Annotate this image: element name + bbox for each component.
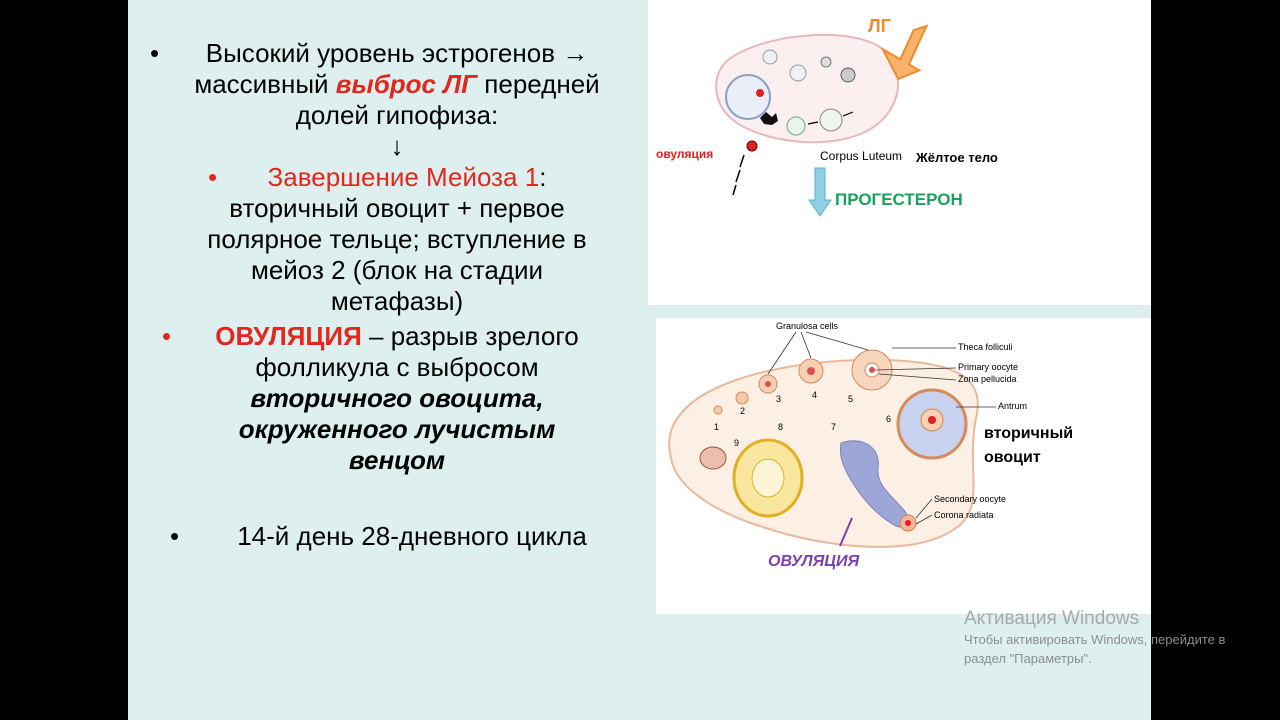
oocyte-pointers [915, 498, 933, 525]
ovulation-label: овуляция [656, 147, 713, 161]
ovary-lh-diagram: овуляция ЛГ Corpus Luteum Жёлтое тело ПР… [648, 0, 1151, 305]
follicle-small [762, 49, 778, 65]
corpus-luteum-core [751, 458, 785, 498]
progesterone-arrow [808, 167, 832, 217]
corpus-luteum [819, 108, 843, 132]
bullet-ovulation: • ОВУЛЯЦИЯ – разрыв зрелого фолликула с … [128, 321, 648, 476]
p1-line3: долей гипофиза: [295, 100, 499, 130]
secondary-oocyte-label: Secondary oocyte [934, 494, 1006, 504]
follicle-small [840, 67, 856, 83]
theca-label: Theca folliculi [958, 342, 1013, 352]
stage-number: 6 [886, 414, 891, 424]
follicle-large [725, 74, 771, 120]
yellow-body-label: Жёлтое тело [915, 150, 998, 165]
corpus-albicans-stage-9 [699, 446, 727, 470]
follicle-stage-1 [713, 405, 723, 415]
p3-line4: окруженного лучистым [238, 414, 556, 444]
stage-number: 7 [831, 422, 836, 432]
p1-line2: массивный выброс ЛГ передней [194, 69, 600, 99]
granulosa-label: Granulosa cells [776, 321, 839, 331]
granulosa-pointers [767, 331, 869, 375]
progression-arrows [807, 111, 854, 125]
stage-number: 9 [734, 438, 739, 448]
oocyte-dot [756, 89, 764, 97]
stage-number: 3 [776, 394, 781, 404]
forming-corpus [786, 116, 806, 136]
corpus-luteum-label: Corpus Luteum [820, 149, 902, 163]
corona-label: Corona radiata [934, 510, 994, 520]
down-arrow: ↓ [390, 131, 404, 161]
secondary-oocyte-dot [928, 416, 936, 424]
ovulation-term: ОВУЛЯЦИЯ [215, 321, 362, 351]
follicle-small [820, 56, 832, 68]
stage-number: 2 [740, 406, 745, 416]
ovulation-trail [732, 154, 745, 196]
stage5-pointers [874, 347, 996, 408]
primary-oocyte-label: Primary oocyte [958, 362, 1018, 372]
oocyte-dot [765, 381, 771, 387]
zona-label: Zona pellucida [958, 374, 1017, 384]
p3-line5: венцом [348, 445, 446, 475]
follicle-stage-2 [735, 391, 749, 405]
follicle-small [789, 64, 807, 82]
ruptured-follicle [760, 112, 778, 125]
slide-text: • Высокий уровень эстрогенов → массивный… [128, 38, 648, 552]
secondary-oocyte-ru-2: овоцит [984, 449, 1041, 466]
oocyte-dot [807, 367, 815, 375]
follicle-development-diagram: 1 2 3 4 5 6 7 8 9 Granulosa cells Theca … [656, 318, 1151, 614]
bullet-day: • 14-й день 28-дневного цикла [128, 521, 648, 552]
ovary-lh-svg: овуляция ЛГ Corpus Luteum Жёлтое тело ПР… [656, 16, 998, 217]
p2-line3: полярное тельце; вступление в [207, 224, 587, 254]
stage-number: 1 [714, 422, 719, 432]
bullet-meiosis: • Завершение Мейоза 1: вторичный овоцит … [128, 162, 648, 317]
windows-activation-watermark: Активация Windows Чтобы активировать Win… [964, 608, 1225, 668]
antrum-label: Antrum [998, 401, 1027, 411]
bullet-marker: • [208, 162, 218, 192]
secondary-oocyte-released [905, 520, 911, 526]
watermark-line2: раздел "Параметры". [964, 651, 1092, 666]
ovulation-label: ОВУЛЯЦИЯ [768, 553, 859, 570]
stage-number: 5 [848, 394, 853, 404]
progesterone-label: ПРОГЕСТЕРОН [835, 190, 963, 209]
stage-number: 8 [778, 422, 783, 432]
watermark-line1: Чтобы активировать Windows, перейдите в [964, 632, 1226, 647]
watermark-title: Активация Windows [964, 608, 1140, 629]
p3-line3: вторичного овоцита, [250, 383, 544, 413]
p2-line4: мейоз 2 (блок на стадии [250, 255, 544, 285]
primary-oocyte [869, 367, 875, 373]
bullet-estrogen: • Высокий уровень эстрогенов → массивный… [128, 38, 648, 131]
day-text: 14-й день 28-дневного цикла [237, 521, 587, 551]
lh-surge: выброс ЛГ [335, 69, 478, 99]
secondary-oocyte-ru-1: вторичный [984, 425, 1073, 442]
stage-number: 4 [812, 390, 817, 400]
bullet-marker: • [170, 521, 180, 551]
bullet-marker: • [150, 38, 160, 68]
lh-label: ЛГ [868, 16, 891, 36]
p1-line1: Высокий уровень эстрогенов → [205, 38, 589, 68]
p3-line2: фолликула с выбросом [255, 352, 539, 382]
bullet-marker: • [162, 321, 172, 351]
lh-arrow [880, 24, 929, 81]
p2-line5: метафазы) [330, 286, 464, 316]
released-oocyte [746, 140, 758, 152]
ovulation-pointer [839, 517, 853, 547]
p2-line2: вторичный овоцит + первое [229, 193, 565, 223]
follicle-development-svg: 1 2 3 4 5 6 7 8 9 Granulosa cells Theca … [668, 321, 1073, 570]
meiosis-title: Завершение Мейоза 1 [267, 162, 540, 192]
